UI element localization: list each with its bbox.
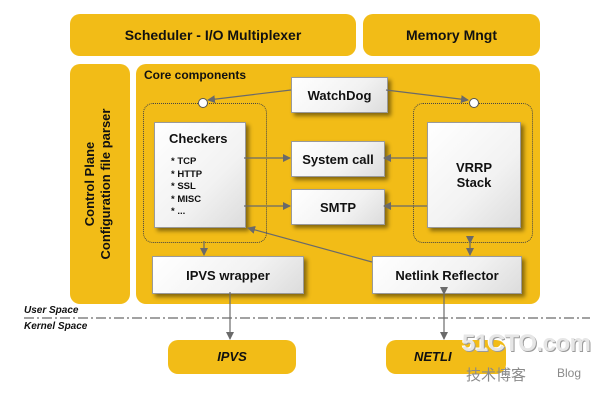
netlink-to-checkers-arrow [247, 225, 373, 263]
ipvs-wrapper-label: IPVS wrapper [186, 267, 270, 283]
watermark-blog: Blog [557, 366, 582, 380]
checkers-box: Checkers * TCP * HTTP * SSL * MISC * ... [154, 122, 246, 228]
watchdog-label: WatchDog [307, 87, 372, 103]
scheduler-box: Scheduler - I/O Multiplexer [70, 14, 356, 56]
netlink-reflector-box: Netlink Reflector [372, 256, 522, 294]
watchdog-box: WatchDog [291, 77, 388, 113]
checker-item: * TCP [171, 156, 197, 167]
control-plane-box: Control Plane Configuration file parser [70, 64, 130, 304]
vrrp-group-port [469, 98, 479, 108]
netlink-kernel-box: NETLI [386, 340, 506, 374]
watermark-site: 51CTO.com [462, 330, 591, 357]
netlink-reflector-label: Netlink Reflector [395, 267, 499, 283]
system-call-box: System call [291, 141, 385, 177]
netlink-kernel-label: NETLI [414, 349, 452, 364]
kernel-space-label: Kernel Space [24, 321, 88, 332]
watchdog-to-checkers-arrow [207, 89, 292, 104]
scheduler-label: Scheduler - I/O Multiplexer [124, 27, 302, 43]
checker-item: * MISC [171, 193, 202, 205]
smtp-label: SMTP [319, 199, 357, 215]
watermark-logo: 51CTO.com 技术博客 Blog [462, 330, 602, 388]
checker-item: * SSL [171, 181, 196, 192]
ipvs-kernel-label: IPVS [217, 349, 247, 364]
checker-item: * ... [171, 206, 186, 217]
checkers-group-port [198, 98, 208, 108]
ipvs-kernel-box: IPVS [168, 340, 296, 374]
memory-label: Memory Mngt [406, 27, 497, 43]
vrrp-line1: VRRP [455, 160, 493, 175]
checker-item: * HTTP [171, 168, 203, 180]
memory-box: Memory Mngt [363, 14, 540, 56]
checkers-list: * TCP * HTTP * SSL * MISC * ... [171, 156, 202, 219]
user-space-label: User Space [24, 305, 79, 316]
system-call-label: System call [302, 151, 374, 167]
watchdog-to-vrrp-arrow [385, 89, 469, 104]
ipvs-wrapper-box: IPVS wrapper [152, 256, 304, 294]
vrrp-line2: Stack [456, 175, 492, 190]
vrrp-stack-box: VRRP Stack [427, 122, 521, 228]
smtp-box: SMTP [291, 189, 385, 225]
core-components-title: Core components [144, 68, 247, 82]
watermark-cn: 技术博客 [466, 366, 527, 384]
checkers-title: Checkers [169, 131, 228, 146]
